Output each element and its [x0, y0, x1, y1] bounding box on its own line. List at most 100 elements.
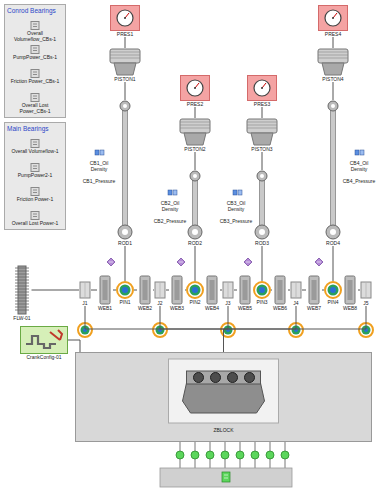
crank-web: WEB1	[97, 275, 113, 311]
boundary-bar	[160, 468, 292, 487]
part-name: J5	[363, 300, 368, 306]
connector	[322, 290, 324, 291]
port-connectors	[176, 451, 289, 459]
part-name: ZBLOCK	[213, 427, 233, 433]
part-name: WEB7	[307, 305, 321, 311]
sensor-icons	[95, 150, 364, 195]
connector	[271, 290, 272, 291]
part-name: PIN3	[256, 299, 267, 305]
crank-web-icon	[206, 275, 218, 305]
crank-config-box: CrankConfig-01	[20, 326, 68, 360]
part-name: J1	[82, 300, 87, 306]
crank-web-icon	[171, 275, 183, 305]
crank-web: WEB3	[169, 275, 185, 311]
piston-part-icon	[316, 48, 350, 76]
crank-web: WEB8	[342, 275, 358, 311]
part-name: J3	[225, 300, 230, 306]
connector	[125, 246, 126, 281]
conrod-part: ROD3	[254, 170, 270, 246]
part-name: WEB1	[98, 305, 112, 311]
sensor-label: CB4_Oil Density	[342, 160, 376, 172]
monitor-item: PumpPower_CBs-1	[8, 45, 62, 60]
part-name: PISTON3	[251, 146, 272, 152]
crankpin-bearing-icon	[324, 281, 342, 299]
bearing-panel: Main BearingsOverall Volumeflow-1PumpPow…	[4, 122, 66, 230]
part-name: WEB4	[205, 305, 219, 311]
part-name: Overall Lost Power-1	[8, 220, 62, 226]
connector	[91, 290, 97, 291]
sensor-label: CB3_Pressure	[219, 218, 253, 224]
pressure-gauge-icon	[247, 75, 277, 101]
crank-web-icon	[139, 275, 151, 305]
conrod-part: ROD4	[325, 100, 341, 246]
monitor-item: Overall Volumeflow_CBs-1	[8, 21, 62, 42]
connector	[160, 306, 224, 352]
conrod-part: ROD1	[117, 100, 133, 246]
journal-part: J2	[154, 280, 166, 306]
part-name: WEB3	[170, 305, 184, 311]
crank-web-icon	[344, 275, 356, 305]
journal-part: J5	[360, 280, 372, 306]
connector	[153, 290, 154, 291]
monitor-item: Overall Lost Power_CBs-1	[8, 93, 62, 114]
panel-heading: Main Bearings	[5, 123, 65, 133]
crankpin-bearing-icon	[253, 281, 271, 299]
crank-web-icon	[239, 275, 251, 305]
connector	[195, 246, 196, 281]
part-name: ROD1	[118, 240, 132, 246]
crankpin-bearing: PIN4	[324, 281, 342, 305]
pressure-gauge: PRES4	[318, 5, 348, 37]
part-name: Friction Power-1	[8, 196, 62, 202]
pressure-gauge: PRES3	[247, 75, 277, 107]
bearing-diamonds	[107, 258, 323, 266]
engine-block-box-icon	[76, 353, 371, 427]
piston-part-icon	[178, 118, 212, 146]
part-name: PRES2	[187, 101, 203, 107]
journal-part-icon	[360, 280, 372, 300]
part-name: WEB2	[138, 305, 152, 311]
journal-part-icon	[222, 280, 234, 300]
monitor-item-icon	[8, 139, 62, 148]
crankpin-bearing: PIN3	[253, 281, 271, 305]
piston-part-icon	[108, 48, 142, 76]
journal-part-icon	[79, 280, 91, 300]
pressure-gauge-icon	[318, 5, 348, 31]
pressure-gauge: PRES1	[110, 5, 140, 37]
connector	[195, 152, 196, 170]
crank-web: WEB6	[272, 275, 288, 311]
connector	[166, 290, 169, 291]
sensor-label: CB2_Pressure	[153, 218, 187, 224]
part-name: J4	[293, 300, 298, 306]
journal-part: J3	[222, 280, 234, 306]
conrod-part-icon	[117, 100, 133, 240]
crank-web: WEB2	[137, 275, 153, 311]
part-name: PISTON4	[322, 76, 343, 82]
monitor-item: Overall Lost Power-1	[8, 211, 62, 226]
connector	[68, 340, 80, 352]
connector	[262, 107, 263, 118]
part-name: Overall Volumeflow-1	[8, 148, 62, 154]
part-name: CrankConfig-01	[26, 354, 61, 360]
journal-part: J4	[290, 280, 302, 306]
crank-web-icon	[308, 275, 320, 305]
conrod-part-icon	[325, 100, 341, 240]
sensor-label: CB4_Pressure	[342, 178, 376, 184]
sensor-label: CB3_Oil Density	[219, 200, 253, 212]
connector	[125, 37, 126, 48]
monitor-item-icon	[8, 187, 62, 196]
crankpin-bearing: PIN1	[116, 281, 134, 305]
sensor-label: CB1_Pressure	[82, 178, 116, 184]
crank-web: WEB7	[306, 275, 322, 311]
crank-config-box-icon	[20, 326, 68, 354]
part-name: ROD3	[255, 240, 269, 246]
connector	[358, 290, 360, 291]
part-name: PRES1	[117, 31, 133, 37]
part-name: J2	[157, 300, 162, 306]
pressure-gauge-icon	[110, 5, 140, 31]
monitor-item-icon	[8, 93, 62, 102]
piston-part: PISTON1	[108, 48, 142, 82]
part-name: PIN4	[327, 299, 338, 305]
crankpin-bearing-icon	[186, 281, 204, 299]
part-name: FLW-01	[13, 315, 30, 321]
